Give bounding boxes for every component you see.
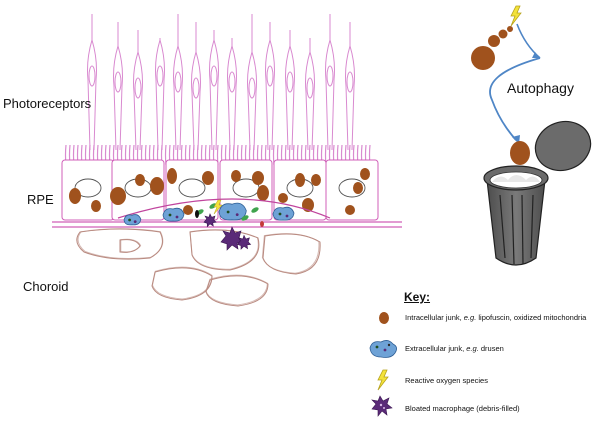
brown-granule-icon bbox=[379, 312, 389, 324]
autophagy-label: Autophagy bbox=[507, 80, 574, 96]
autophagy-illustration bbox=[471, 5, 592, 266]
key-icons bbox=[369, 312, 397, 417]
rpe-layer bbox=[61, 159, 379, 221]
trash-can-icon bbox=[483, 120, 592, 266]
choroid-vessels bbox=[76, 228, 321, 307]
photoreceptor-layer bbox=[64, 14, 371, 166]
choroid-label: Choroid bbox=[23, 279, 69, 294]
key-item-intracellular: Intracellular junk, e.g. lipofuscin, oxi… bbox=[405, 313, 587, 322]
photoreceptors-label: Photoreceptors bbox=[3, 96, 92, 111]
macrophage-icon bbox=[371, 395, 393, 417]
key-item-extracellular: Extracellular junk, e.g. drusen bbox=[405, 344, 504, 353]
key-item-macrophage: Bloated macrophage (debris-filled) bbox=[405, 404, 520, 413]
rpe-label: RPE bbox=[27, 192, 54, 207]
lightning-bolt-icon bbox=[377, 369, 389, 391]
bruchs-membrane bbox=[52, 198, 402, 228]
drusen-deposits bbox=[123, 199, 295, 251]
granule-icon bbox=[471, 46, 495, 70]
key-item-ros: Reactive oxygen species bbox=[405, 376, 488, 385]
key-title: Key: bbox=[404, 290, 431, 304]
lightning-bolt-icon bbox=[510, 5, 522, 27]
drusen-blob-icon bbox=[369, 340, 397, 358]
